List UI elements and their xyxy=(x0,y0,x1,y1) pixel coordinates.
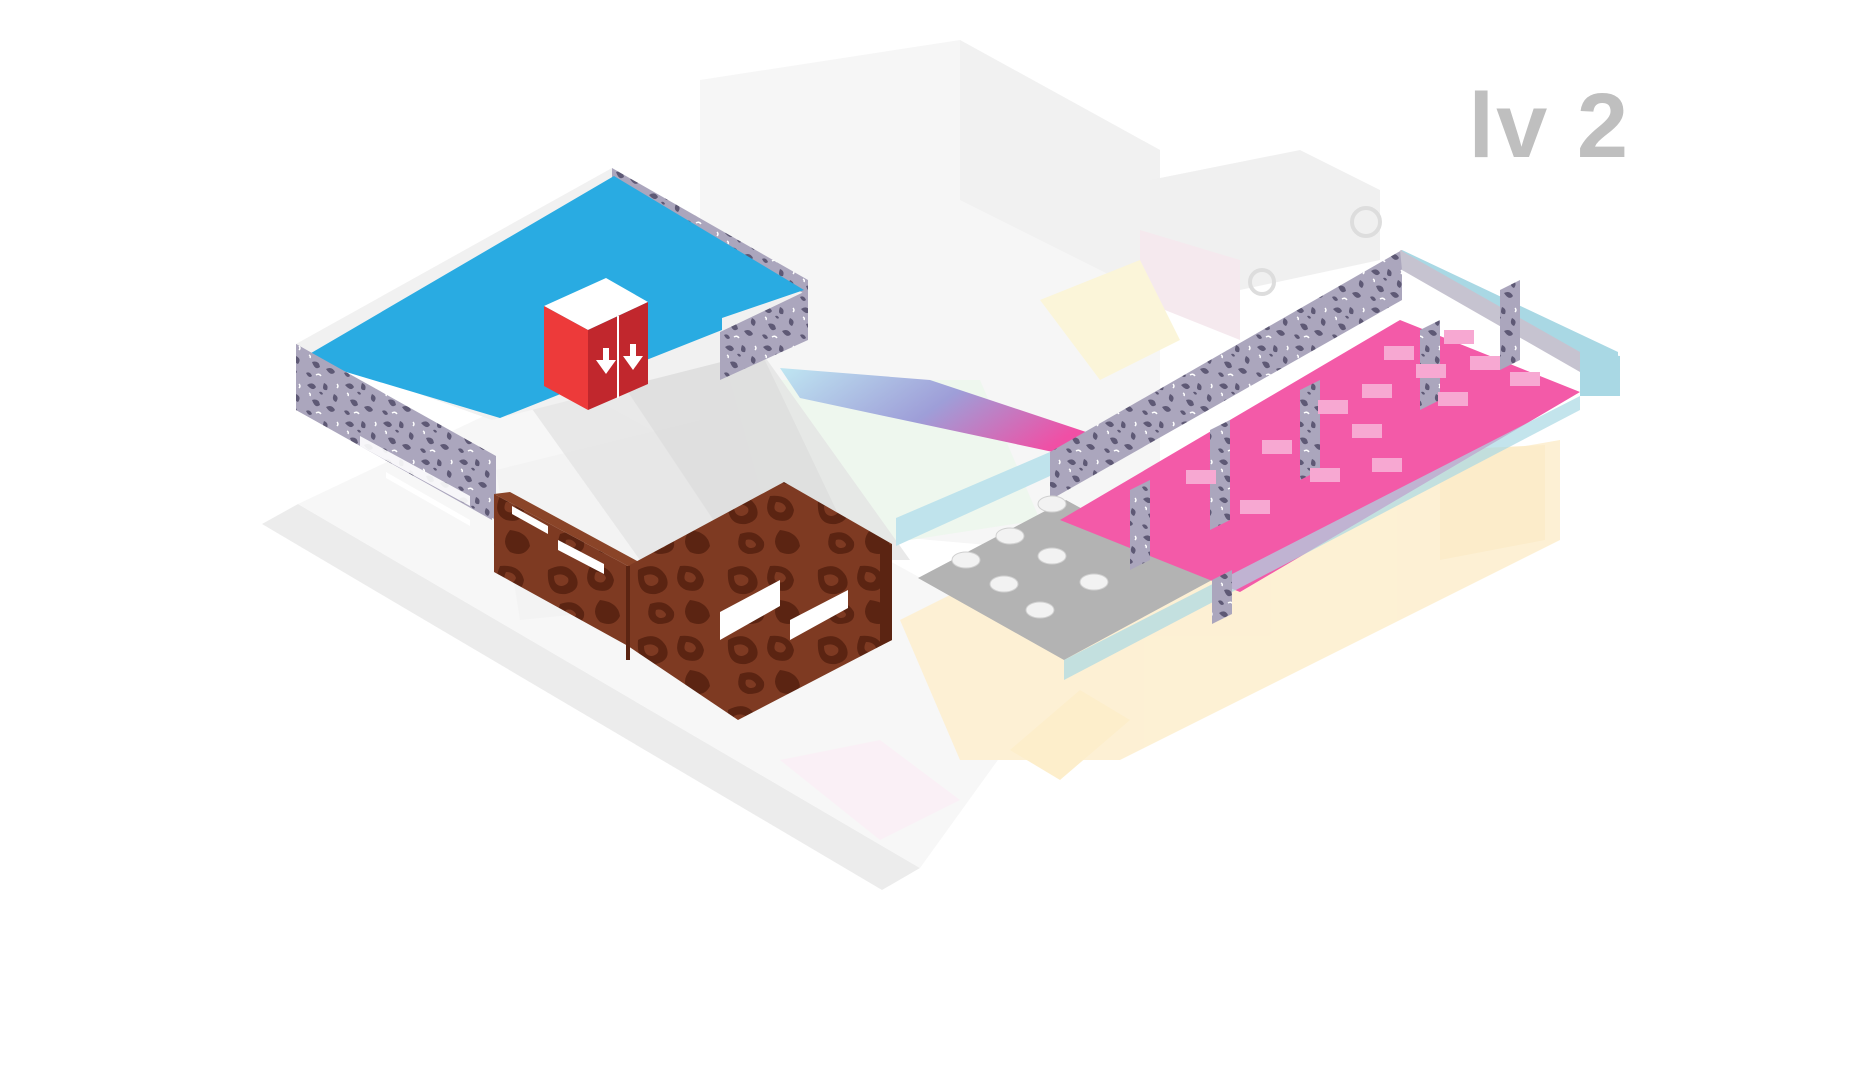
dining-glass-edge xyxy=(1064,396,1580,680)
stair-core-top xyxy=(544,278,648,330)
screen-opening xyxy=(720,580,780,640)
dining-wall-left-end xyxy=(1400,250,1580,372)
dining-wall-back xyxy=(1050,250,1402,500)
white-table xyxy=(1079,573,1109,591)
pink-table xyxy=(1310,468,1340,482)
white-table xyxy=(1037,495,1067,513)
ghost-colored-block xyxy=(1040,260,1180,380)
screen-back-panel xyxy=(494,492,650,568)
screen-left-panel xyxy=(494,494,628,646)
pink-table-group xyxy=(1186,330,1540,514)
pink-table xyxy=(1416,364,1446,378)
pink-table xyxy=(1362,384,1392,398)
dining-divider-wall xyxy=(1212,570,1232,624)
ghost-ground-strip xyxy=(262,504,920,890)
white-table xyxy=(951,551,981,569)
dining-partition xyxy=(1300,380,1320,480)
screen-column xyxy=(626,566,630,660)
pink-table xyxy=(1352,424,1382,438)
ghost-pink-seating xyxy=(780,740,960,840)
pool-block xyxy=(296,168,808,526)
pink-table xyxy=(1262,440,1292,454)
pool-wall-notch xyxy=(360,436,470,506)
dining-partition xyxy=(1500,280,1520,370)
pool-wall-notch-low xyxy=(386,472,470,526)
pool-wall-front-right xyxy=(720,290,808,380)
gradient-skybridge xyxy=(780,368,1110,462)
pool-wall-front-left xyxy=(296,344,496,520)
pink-table xyxy=(1318,400,1348,414)
dining-partition xyxy=(1130,480,1150,570)
screen-opening xyxy=(558,540,604,574)
pink-table xyxy=(1384,346,1414,360)
dining-glass-front xyxy=(1580,352,1620,396)
dining-partition xyxy=(1210,420,1230,530)
pink-table xyxy=(1240,500,1270,514)
ghost-stair xyxy=(1010,690,1130,780)
level-label: lv 2 xyxy=(1468,75,1630,177)
screen-opening xyxy=(790,590,848,640)
ghost-wheel xyxy=(1350,206,1382,238)
dining-wall-glass-left xyxy=(896,452,1050,546)
ghost-wheel xyxy=(1248,268,1276,296)
pool-water xyxy=(306,176,804,418)
ghost-colored-block xyxy=(1140,230,1240,340)
down-arrow-icon xyxy=(623,344,643,370)
white-table xyxy=(1037,547,1067,565)
pink-table xyxy=(1510,372,1540,386)
ghost-yellow-arches xyxy=(1440,445,1545,560)
pink-table xyxy=(1186,470,1216,484)
pink-table xyxy=(1438,392,1468,406)
white-table xyxy=(1025,601,1055,619)
ghost-tower-side xyxy=(960,40,1160,300)
white-table-group xyxy=(951,495,1109,619)
down-arrow-icon xyxy=(596,348,616,374)
screen-opening xyxy=(512,506,548,534)
pink-table xyxy=(1470,356,1500,370)
leopard-screen xyxy=(494,482,892,720)
pink-table xyxy=(1372,458,1402,472)
white-table xyxy=(989,575,1019,593)
stair-core-left xyxy=(544,306,588,410)
pink-table xyxy=(1444,330,1474,344)
screen-right-edge xyxy=(880,544,892,646)
dining-block xyxy=(896,250,1620,680)
white-table xyxy=(995,527,1025,545)
